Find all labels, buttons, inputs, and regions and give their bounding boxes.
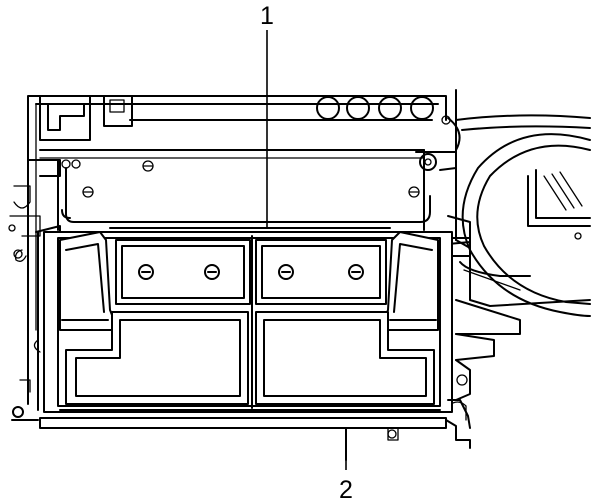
callout-2: 2 — [339, 428, 353, 502]
callout-1-label: 1 — [260, 2, 274, 30]
blower-housing — [415, 89, 591, 401]
callout-1: 1 — [260, 2, 274, 228]
lower-housing — [11, 225, 471, 461]
callout-2-label: 2 — [339, 476, 353, 502]
upper-housing — [8, 95, 451, 341]
